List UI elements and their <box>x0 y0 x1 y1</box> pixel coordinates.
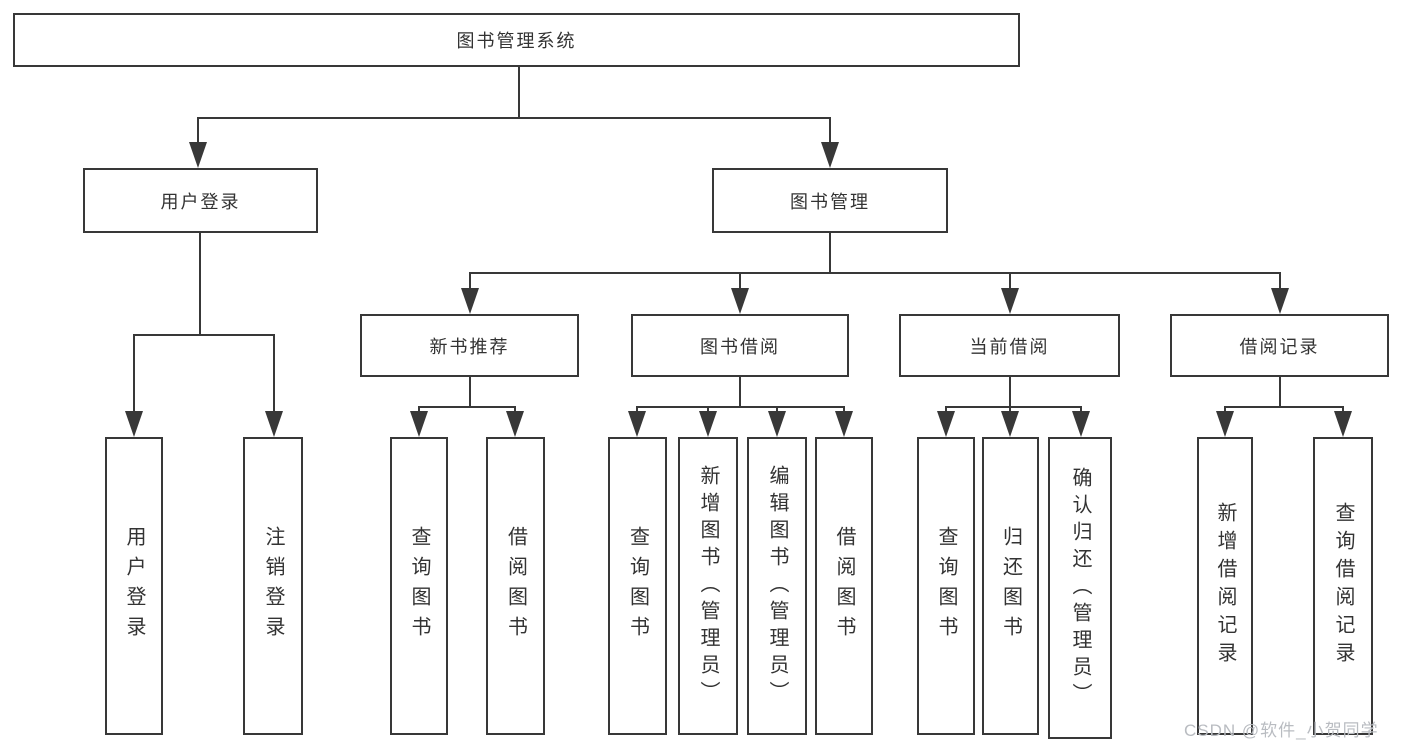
arrow-down-icon <box>506 411 524 437</box>
arrow-down-icon <box>768 411 786 437</box>
node-borrow-records: 借阅记录 <box>1170 314 1389 377</box>
leaf-nb-borrow-books: 借阅图书 <box>486 437 545 735</box>
connector-line <box>133 334 275 336</box>
connector-line <box>199 233 201 335</box>
leaf-bb-add-books: 新增图书（管理员） <box>678 437 738 735</box>
arrow-down-icon <box>1001 288 1019 314</box>
arrow-down-icon <box>835 411 853 437</box>
leaf-br-add-record-label: 新增借阅记录 <box>1214 502 1236 670</box>
connector-line <box>197 118 199 143</box>
node-book-borrow: 图书借阅 <box>631 314 849 377</box>
leaf-cb-query-books: 查询图书 <box>917 437 975 735</box>
arrow-down-icon <box>1001 411 1019 437</box>
leaf-logout: 注销登录 <box>243 437 303 735</box>
arrow-down-icon <box>189 142 207 168</box>
leaf-bb-query-books-label: 查询图书 <box>626 526 649 646</box>
leaf-br-query-record: 查询借阅记录 <box>1313 437 1373 735</box>
leaf-cb-confirm-return: 确认归还（管理员） <box>1048 437 1112 739</box>
connector-line <box>1279 377 1281 407</box>
arrow-down-icon <box>461 288 479 314</box>
node-book-borrow-label: 图书借阅 <box>700 336 780 357</box>
connector-line <box>843 407 845 413</box>
connector-line <box>739 273 741 289</box>
connector-line <box>776 407 778 413</box>
leaf-logout-label: 注销登录 <box>262 526 284 646</box>
node-user-login: 用户登录 <box>83 168 318 233</box>
connector-line <box>469 377 471 407</box>
node-new-book-recommend-label: 新书推荐 <box>429 336 510 357</box>
leaf-br-query-record-label: 查询借阅记录 <box>1332 502 1354 670</box>
leaf-nb-query-books-label: 查询图书 <box>408 526 430 646</box>
leaf-bb-borrow-books-label: 借阅图书 <box>833 526 855 646</box>
leaf-bb-add-books-label: 新增图书（管理员） <box>697 464 719 708</box>
leaf-bb-borrow-books: 借阅图书 <box>815 437 873 735</box>
connector-line <box>829 233 831 273</box>
connector-line <box>1009 407 1011 413</box>
leaf-bb-edit-books-label: 编辑图书（管理员） <box>766 464 788 708</box>
arrow-down-icon <box>937 411 955 437</box>
arrow-down-icon <box>1334 411 1352 437</box>
arrow-down-icon <box>410 411 428 437</box>
connector-line <box>707 407 709 413</box>
node-borrow-records-label: 借阅记录 <box>1239 336 1320 357</box>
arrow-down-icon <box>1271 288 1289 314</box>
arrow-down-icon <box>731 288 749 314</box>
node-current-borrow-label: 当前借阅 <box>969 336 1050 357</box>
csdn-watermark: CSDN @软件_小贺同学 <box>1184 721 1379 740</box>
connector-line <box>518 67 520 118</box>
connector-line <box>514 407 516 413</box>
node-root-label: 图书管理系统 <box>456 31 577 51</box>
node-book-management-label: 图书管理 <box>790 191 870 212</box>
connector-line <box>1009 273 1011 289</box>
connector-line <box>1279 273 1281 289</box>
leaf-cb-return-books-label: 归还图书 <box>999 526 1022 646</box>
arrow-down-icon <box>628 411 646 437</box>
leaf-bb-query-books: 查询图书 <box>608 437 667 735</box>
leaf-bb-edit-books: 编辑图书（管理员） <box>747 437 807 735</box>
connector-line <box>418 406 516 408</box>
connector-line <box>1009 377 1011 407</box>
connector-line <box>945 406 1082 408</box>
node-root: 图书管理系统 <box>13 13 1020 67</box>
node-user-login-label: 用户登录 <box>160 191 241 212</box>
leaf-nb-borrow-books-label: 借阅图书 <box>504 526 527 646</box>
connector-line <box>1224 406 1344 408</box>
connector-line <box>636 407 638 413</box>
node-book-management: 图书管理 <box>712 168 948 233</box>
arrow-down-icon <box>1072 411 1090 437</box>
connector-line <box>133 335 135 412</box>
arrow-down-icon <box>821 142 839 168</box>
connector-line <box>273 335 275 412</box>
leaf-br-add-record: 新增借阅记录 <box>1197 437 1253 735</box>
node-new-book-recommend: 新书推荐 <box>360 314 579 377</box>
connector-line <box>197 117 831 119</box>
connector-line <box>636 406 845 408</box>
connector-line <box>945 407 947 413</box>
arrow-down-icon <box>265 411 283 437</box>
leaf-cb-query-books-label: 查询图书 <box>935 526 957 646</box>
leaf-nb-query-books: 查询图书 <box>390 437 448 735</box>
arrow-down-icon <box>125 411 143 437</box>
connector-line <box>418 407 420 413</box>
node-current-borrow: 当前借阅 <box>899 314 1120 377</box>
leaf-cb-confirm-return-label: 确认归还（管理员） <box>1069 466 1091 710</box>
arrow-down-icon <box>1216 411 1234 437</box>
arrow-down-icon <box>699 411 717 437</box>
connector-line <box>1080 407 1082 413</box>
connector-line <box>1342 407 1344 413</box>
connector-line <box>739 377 741 407</box>
leaf-cb-return-books: 归还图书 <box>982 437 1039 735</box>
connector-line <box>829 118 831 143</box>
connector-line <box>469 272 1281 274</box>
connector-line <box>1224 407 1226 413</box>
leaf-user-login-label: 用户登录 <box>123 526 145 646</box>
connector-line <box>469 273 471 289</box>
leaf-user-login: 用户登录 <box>105 437 163 735</box>
